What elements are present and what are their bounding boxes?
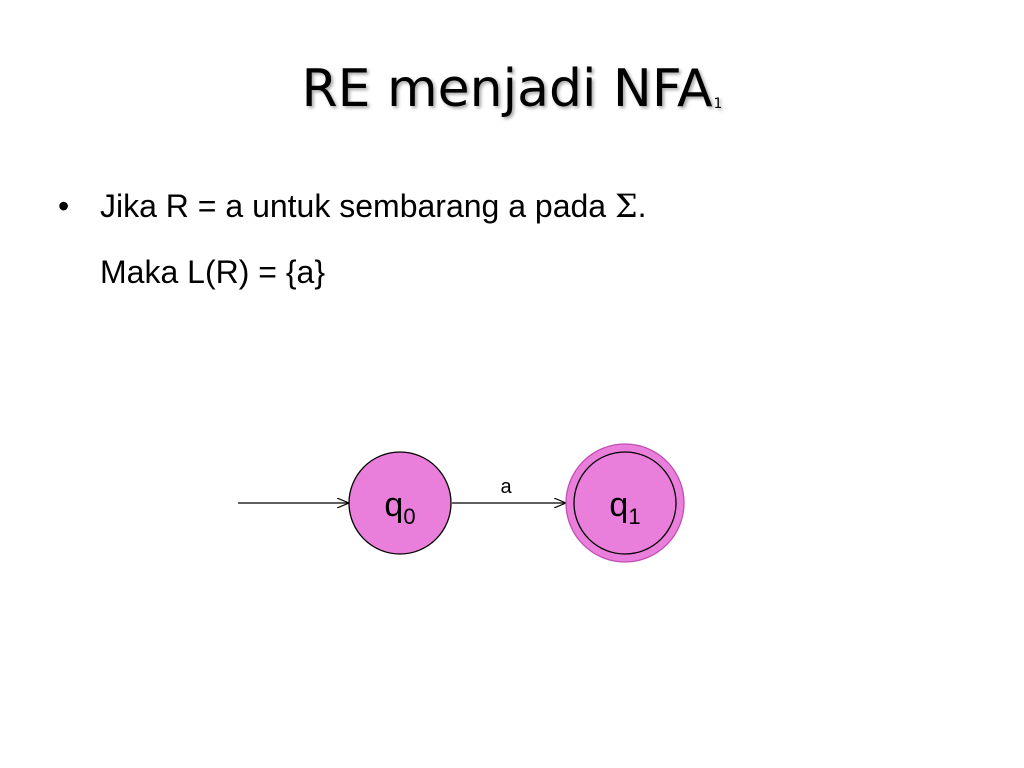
bullet-item: • Jika R = a untuk sembarang a pada Σ. — [58, 190, 647, 236]
state-q1-base: q — [609, 486, 628, 524]
bullet-text-after: . — [637, 188, 647, 224]
state-q1-label: q1 — [609, 486, 640, 529]
title-subscript: 1 — [713, 96, 723, 112]
state-q1-subscript: 1 — [628, 504, 640, 529]
state-q1-inner-circle — [573, 451, 677, 555]
state-q1: q1 — [565, 443, 685, 563]
sigma-symbol: Σ — [614, 187, 638, 225]
transition-label: a — [500, 476, 512, 498]
bullet-continuation: Maka L(R) = {a} — [100, 254, 325, 290]
title-text: RE menjadi NFA — [301, 59, 713, 119]
slide-title: RE menjadi NFA1 — [0, 58, 1024, 120]
state-q0-base: q — [384, 486, 403, 524]
state-q0-circle — [348, 451, 452, 555]
bullet-dot-icon: • — [58, 188, 70, 224]
bullet-text-before: Jika R = a untuk sembarang a pada — [100, 188, 615, 224]
state-q0: q0 — [348, 451, 452, 555]
state-q0-subscript: 0 — [403, 504, 415, 529]
bullet-list: • Jika R = a untuk sembarang a pada Σ. M… — [58, 190, 647, 288]
state-q0-label: q0 — [384, 486, 415, 529]
